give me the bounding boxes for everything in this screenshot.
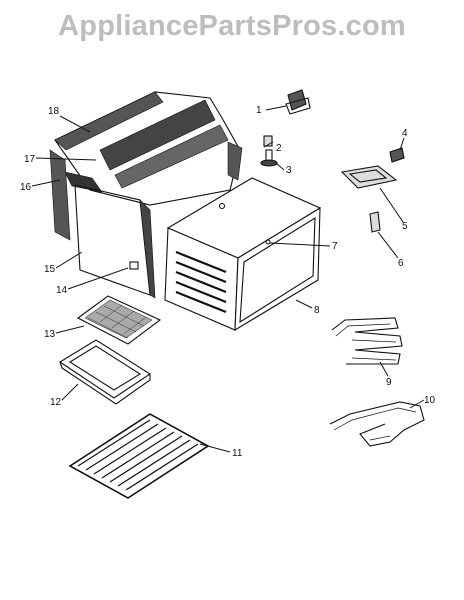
callout-6: 6	[398, 258, 404, 269]
callout-4: 4	[402, 128, 408, 139]
callout-18: 18	[48, 106, 60, 117]
callout-8: 8	[314, 305, 320, 316]
part-5-component[interactable]	[340, 165, 398, 189]
part-14-clip[interactable]	[129, 261, 139, 270]
callout-13: 13	[44, 329, 56, 340]
part-12-broil-pan[interactable]	[58, 339, 152, 405]
callout-11: 11	[232, 448, 243, 459]
callout-12: 12	[50, 397, 62, 408]
part-9-element[interactable]	[331, 317, 403, 365]
part-13-broil-pan-grid[interactable]	[76, 295, 162, 345]
part-1-component[interactable]	[285, 89, 311, 115]
part-4-component[interactable]	[389, 147, 405, 163]
insulation-wrap[interactable]	[49, 91, 243, 299]
watermark: AppliancePartsPros.com	[58, 10, 406, 42]
vent-hole	[218, 202, 226, 210]
callout-14: 14	[56, 285, 68, 296]
part-2-component[interactable]	[263, 135, 273, 147]
callout-2: 2	[276, 143, 282, 154]
callout-3: 3	[286, 165, 292, 176]
part-10-element[interactable]	[329, 401, 425, 447]
callout-7: 7	[332, 241, 338, 252]
callout-15: 15	[44, 264, 56, 275]
callout-labels: 1 2 3 4 5 6 7 8 9 10 11 12 13 14 15 16 1…	[20, 105, 436, 459]
callout-5: 5	[402, 221, 408, 232]
part-6-component[interactable]	[369, 211, 381, 233]
part-3-component[interactable]	[260, 149, 278, 167]
callout-10: 10	[424, 395, 436, 406]
oven-cavity[interactable]	[164, 177, 322, 331]
callout-16: 16	[20, 182, 32, 193]
leader-lines	[31, 105, 425, 453]
part-11-oven-rack[interactable]	[68, 413, 210, 499]
part-7-fastener[interactable]	[265, 239, 271, 245]
callout-9: 9	[386, 377, 392, 388]
callout-1: 1	[256, 105, 262, 116]
callout-17: 17	[24, 154, 36, 165]
